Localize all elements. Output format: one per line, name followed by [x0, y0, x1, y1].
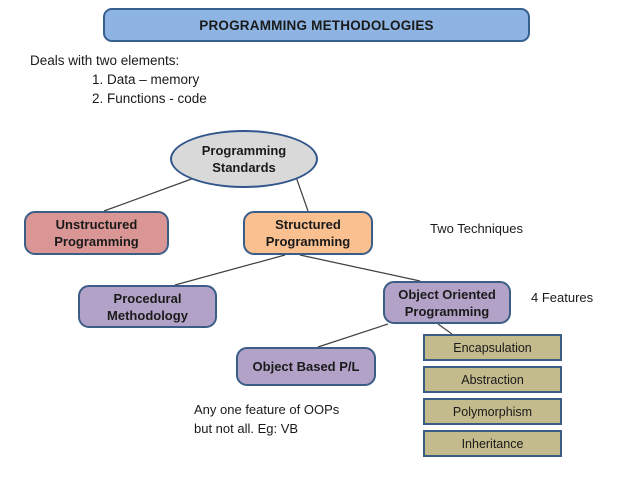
- feature-box-polymorphism[interactable]: Polymorphism: [423, 398, 562, 425]
- feature-box-polymorphism-label: Polymorphism: [452, 404, 533, 419]
- annotation-two-techniques: Two Techniques: [430, 221, 523, 236]
- node-object-based-pl-label: Object Based P/L: [252, 359, 360, 374]
- feature-box-abstraction-label: Abstraction: [461, 372, 524, 387]
- connector-oop-to-encapsulation: [437, 323, 453, 335]
- slide-title-banner: PROGRAMMING METHODOLOGIES: [103, 8, 530, 42]
- feature-box-abstraction[interactable]: Abstraction: [423, 366, 562, 393]
- connector-standards-to-structured: [294, 173, 309, 212]
- feature-box-encapsulation[interactable]: Encapsulation: [423, 334, 562, 361]
- page-title: PROGRAMMING METHODOLOGIES: [199, 17, 434, 33]
- feature-box-inheritance[interactable]: Inheritance: [423, 430, 562, 457]
- annotation-four-features: 4 Features: [531, 290, 594, 305]
- feature-box-encapsulation-label: Encapsulation: [453, 340, 532, 355]
- intro-lead-text: Deals with two elements:: [30, 53, 180, 68]
- connector-structured-to-procedural: [174, 254, 286, 286]
- connector-structured-to-oop: [299, 254, 421, 282]
- node-object-based-pl[interactable]: Object Based P/L: [236, 347, 376, 386]
- connector-standards-to-unstructured: [103, 176, 198, 212]
- feature-box-inheritance-label: Inheritance: [461, 436, 524, 451]
- connector-oop-to-object-based: [317, 323, 389, 348]
